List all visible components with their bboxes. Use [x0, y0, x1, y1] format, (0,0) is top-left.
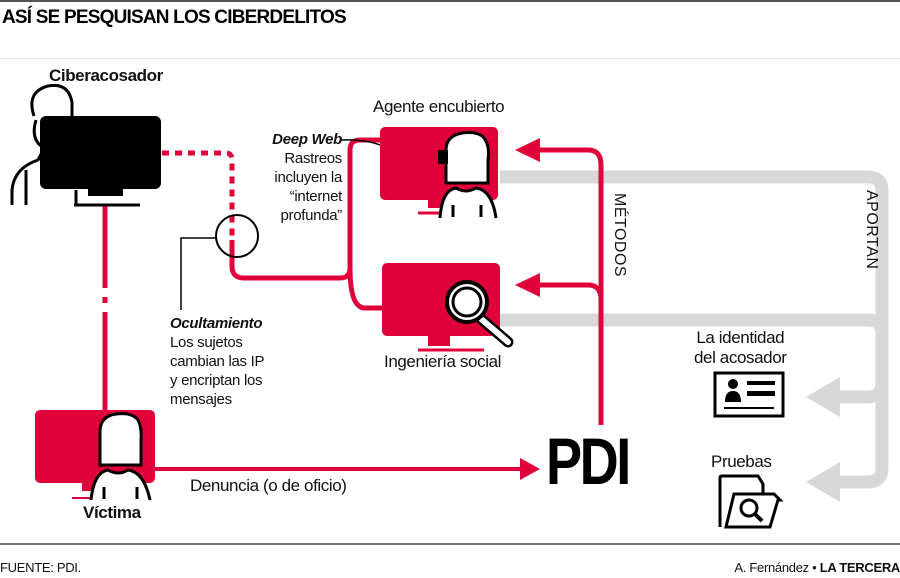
concealment-line: y encriptan los [170, 372, 263, 389]
identity-label-line: del acosador [694, 348, 787, 367]
concealment-line: Los sujetos [170, 334, 243, 351]
deep-web-line: Rastreos [284, 150, 342, 167]
deep-web-connection [229, 137, 385, 281]
hidden-connection-dotted [162, 150, 235, 240]
agent-arrow-icon [515, 138, 540, 162]
agent-monitor-stand [428, 200, 450, 208]
id-card-icon [713, 371, 785, 418]
author-credit: A. Fernández • LA TERCERA [734, 560, 900, 575]
concealment-leader-line [180, 237, 216, 310]
deep-web-line: profunda” [280, 207, 342, 224]
footer-divider [0, 543, 900, 545]
methods-label: MÉTODOS [611, 193, 628, 278]
top-rule [0, 0, 900, 2]
evidence-arrow-icon [806, 462, 840, 502]
cyberbully-figure [10, 83, 74, 205]
concealment-line: cambian las IP [170, 353, 265, 370]
provide-label: APORTAN [863, 190, 880, 270]
concealment-line: mensajes [170, 391, 232, 408]
cyberbully-monitor-stand [88, 189, 123, 196]
concealment-note: Ocultamiento Los sujetos cambian las IP … [170, 314, 264, 409]
provide-flow [500, 170, 889, 489]
identity-arrow-icon [806, 377, 840, 417]
cyberbully-head [30, 83, 74, 118]
infographic-title: ASÍ SE PESQUISAN LOS CIBERDELITOS [2, 7, 347, 28]
methods-line-mid [540, 282, 604, 301]
identity-label-line: La identidad [696, 328, 785, 347]
undercover-agent-label: Agente encubierto [373, 97, 505, 116]
cyberbully-label: Ciberacosador [49, 66, 163, 85]
provide-flow-line-mid [500, 313, 889, 404]
author-name: A. Fernández • [734, 560, 817, 575]
report-flow-label: Denuncia (o de oficio) [190, 476, 347, 495]
deep-web-heading: Deep Web [272, 131, 342, 148]
deep-web-line: “internet [289, 188, 343, 205]
cyberbully-body [10, 119, 46, 205]
social-arrow-icon [515, 273, 540, 297]
cyberbully-monitor [40, 116, 161, 189]
evidence-label: Pruebas [711, 452, 772, 471]
deep-web-note: Deep Web Rastreos incluyen la “internet … [192, 130, 342, 225]
victim-person-icon [89, 412, 152, 501]
report-arrow-icon [520, 458, 540, 480]
publication-name: LA TERCERA [819, 560, 900, 575]
pdi-label: PDI [546, 424, 631, 498]
agent-person-icon [438, 131, 498, 219]
evidence-folder-icon [718, 474, 784, 529]
social-engineering-label: Ingeniería social [384, 352, 501, 371]
victim-label: Víctima [83, 503, 141, 522]
social-monitor-stand [428, 336, 450, 346]
title-divider [0, 58, 900, 59]
methods-line-top [540, 147, 604, 425]
concealment-heading: Ocultamiento [170, 315, 263, 332]
source-credit: FUENTE: PDI. [0, 560, 81, 575]
deep-web-line: incluyen la [274, 169, 342, 186]
magnifier-icon [445, 280, 514, 348]
social-engineering-connection [347, 267, 385, 311]
concealment-magnifier-circle [215, 214, 259, 258]
identity-label: La identidad del acosador [694, 328, 787, 368]
agent-sunglasses-icon [438, 150, 448, 164]
